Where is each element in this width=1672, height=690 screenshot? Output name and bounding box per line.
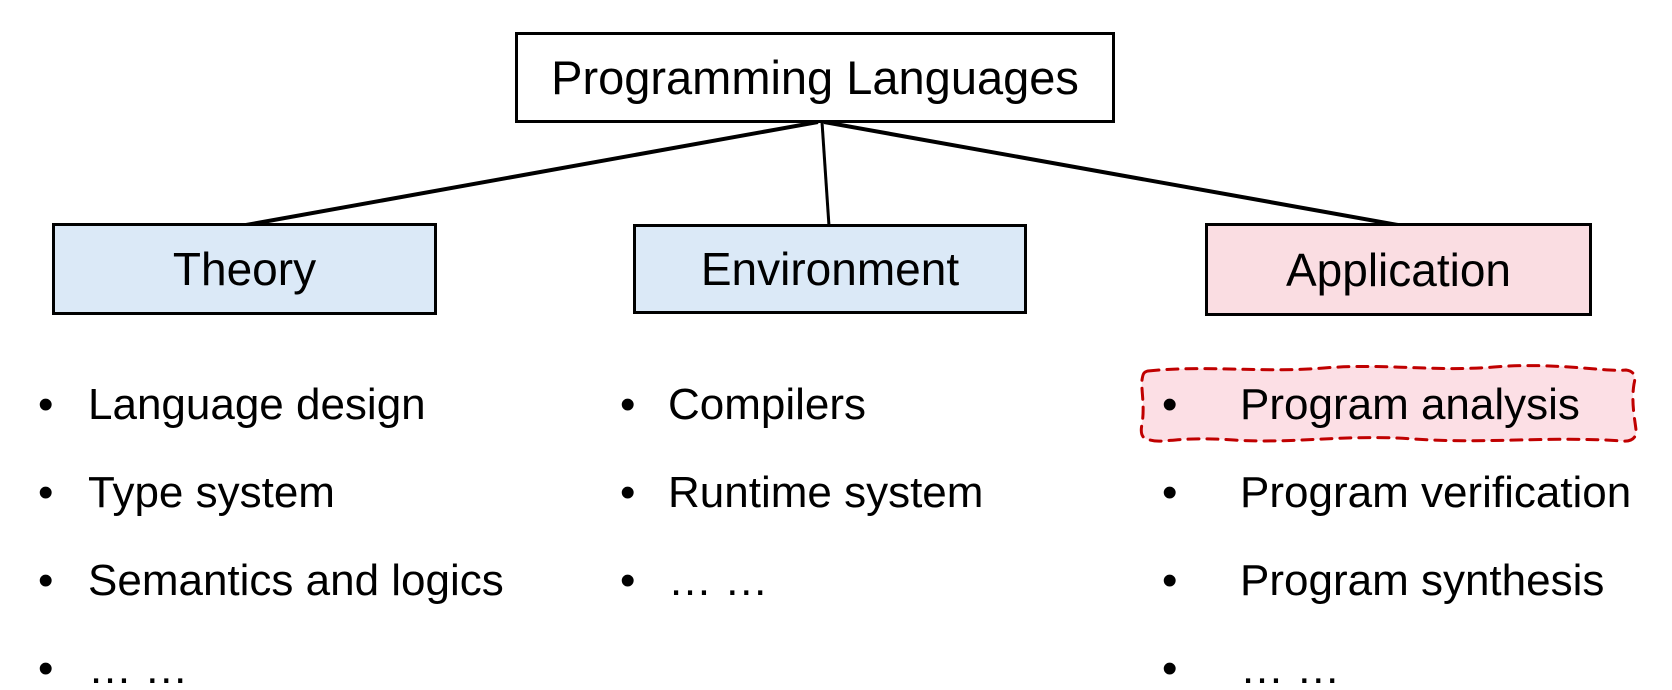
bullet-icon: • — [38, 468, 54, 517]
list-item-label: Program synthesis — [1240, 555, 1605, 605]
connector-root-to-theory — [245, 120, 819, 227]
list-item-label: … … — [88, 643, 189, 690]
list-item-label: Language design — [88, 379, 426, 429]
environment-bullet-list: • Compilers • Runtime system • … … — [620, 361, 1090, 625]
list-item-label: Type system — [88, 467, 335, 517]
list-item: • … … — [38, 625, 598, 690]
list-item-label: Compilers — [668, 379, 867, 429]
bullet-icon: • — [1162, 556, 1178, 605]
root-node-label: Programming Languages — [551, 51, 1079, 104]
bullet-icon: • — [620, 380, 636, 429]
list-item: • Language design — [38, 361, 598, 449]
list-item: • Program verification — [1162, 449, 1672, 537]
list-item-label: … … — [668, 555, 769, 605]
connector-root-to-application — [823, 120, 1399, 227]
highlight-annotation-path — [1139, 364, 1638, 443]
list-item: • Runtime system — [620, 449, 1090, 537]
bullet-icon: • — [620, 556, 636, 605]
list-item: • Type system — [38, 449, 598, 537]
list-item-highlighted: • Program analysis — [1139, 361, 1672, 449]
connector-root-to-environment — [820, 121, 831, 227]
list-item: • Semantics and logics — [38, 537, 598, 625]
bullet-icon: • — [38, 556, 54, 605]
branch-node-application: Application — [1205, 223, 1592, 316]
list-item: • Program synthesis — [1162, 537, 1672, 625]
bullet-icon: • — [1162, 468, 1178, 517]
list-item-label: Program verification — [1240, 467, 1632, 517]
theory-node-label: Theory — [172, 243, 317, 295]
list-item-label: Runtime system — [668, 467, 984, 517]
bullet-icon: • — [1162, 380, 1178, 429]
list-item-label: … … — [1240, 643, 1341, 690]
branch-node-theory: Theory — [52, 223, 437, 315]
bullet-icon: • — [38, 380, 54, 429]
list-item: • … … — [1162, 625, 1672, 690]
bullet-icon: • — [1162, 644, 1178, 690]
list-item-label: Program analysis — [1240, 379, 1580, 429]
list-item: • … … — [620, 537, 1090, 625]
list-item: • Compilers — [620, 361, 1090, 449]
hand-drawn-highlight-annotation — [1139, 364, 1638, 443]
application-node-label: Application — [1285, 243, 1512, 296]
list-item-label: Semantics and logics — [88, 555, 504, 605]
environment-node-label: Environment — [700, 243, 960, 295]
application-bullet-list: • Program analysis • Program verificatio… — [1139, 361, 1672, 690]
root-node-programming-languages: Programming Languages — [515, 32, 1115, 123]
bullet-icon: • — [38, 644, 54, 690]
branch-node-environment: Environment — [633, 224, 1027, 314]
bullet-icon: • — [620, 468, 636, 517]
theory-bullet-list: • Language design • Type system • Semant… — [38, 361, 598, 690]
